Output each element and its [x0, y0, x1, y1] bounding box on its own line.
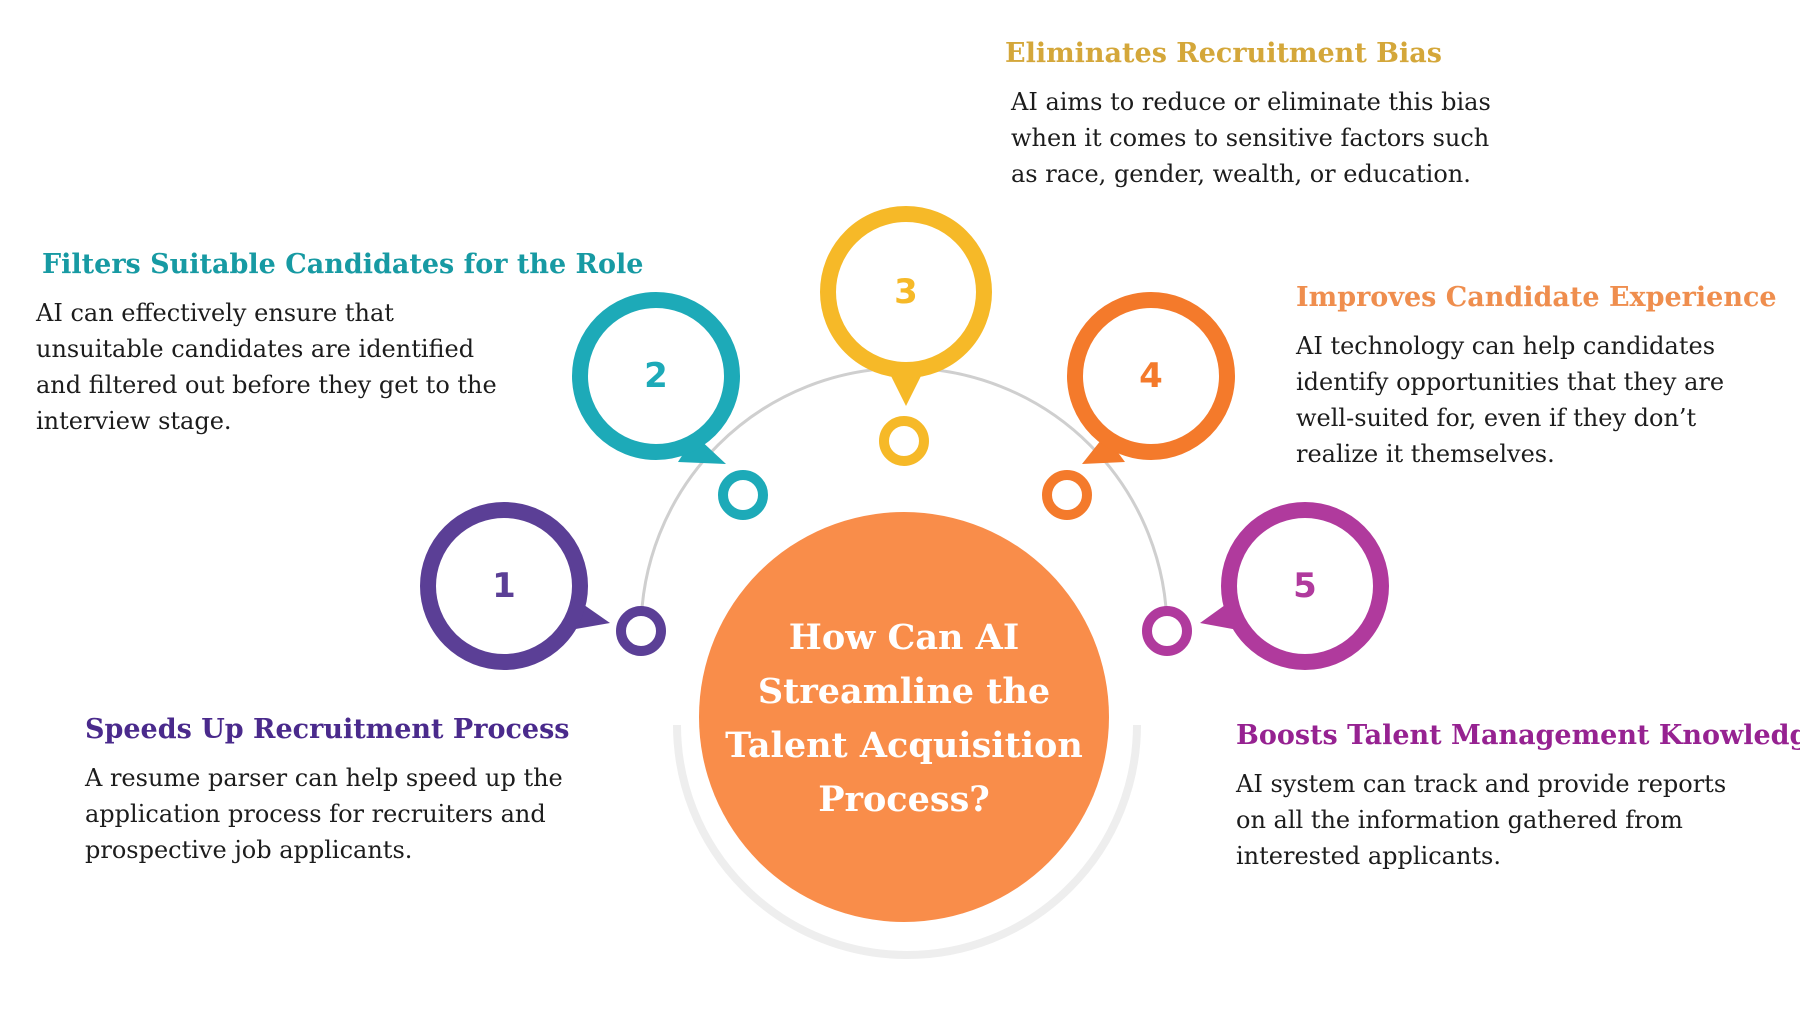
step-3-bubble-tail	[888, 370, 924, 406]
step-5-node	[1142, 606, 1192, 656]
center-title-line-4: Process?	[818, 779, 990, 820]
step-4-node	[1042, 470, 1092, 520]
step-5-number: 5	[1293, 566, 1317, 606]
step-5-marker: 5	[1142, 502, 1389, 670]
step-1-marker: 1	[420, 502, 666, 670]
step-4-bubble	[1067, 292, 1235, 460]
step-4-title: Improves Candidate Experience	[1296, 282, 1777, 313]
step-3-marker: 3	[820, 206, 992, 466]
step-4-text-block: Improves Candidate Experience AI technol…	[1296, 282, 1777, 472]
step-1-node	[616, 606, 666, 656]
step-1-title: Speeds Up Recruitment Process	[85, 714, 570, 745]
step-2-marker: 2	[572, 292, 768, 520]
step-3-number: 3	[894, 272, 918, 312]
step-2-bubble	[572, 292, 740, 460]
center-title: How Can AI Streamline the Talent Acquisi…	[725, 617, 1083, 820]
center-title-line-2: Streamline the	[758, 671, 1050, 712]
step-2-title: Filters Suitable Candidates for the Role	[42, 249, 644, 280]
center-title-line-1: How Can AI	[789, 617, 1019, 658]
step-3-bubble	[820, 206, 992, 378]
step-3-node	[879, 416, 929, 466]
center-outer-ring	[673, 724, 1141, 959]
step-2-description: AI can effectively ensure that unsuitabl…	[36, 299, 497, 436]
step-4-bubble-tail	[1082, 435, 1125, 464]
step-2-text-block: Filters Suitable Candidates for the Role…	[36, 249, 644, 439]
step-3-title: Eliminates Recruitment Bias	[1005, 38, 1442, 69]
step-2-node	[718, 470, 768, 520]
step-4-number: 4	[1139, 356, 1163, 396]
step-2-bubble-tail	[678, 435, 726, 464]
step-1-bubble	[420, 502, 588, 670]
step-1-text-block: Speeds Up Recruitment Process A resume p…	[85, 714, 585, 868]
step-4-marker: 4	[1042, 292, 1235, 520]
step-3-description: AI aims to reduce or eliminate this bias…	[1011, 88, 1491, 189]
step-5-text-block: Boosts Talent Management Knowledge AI sy…	[1236, 720, 1800, 874]
step-5-bubble	[1221, 502, 1389, 670]
center-title-line-3: Talent Acquisition	[725, 725, 1083, 766]
step-5-description: AI system can track and provide reports …	[1236, 770, 1727, 871]
step-3-text-block: Eliminates Recruitment Bias AI aims to r…	[1005, 38, 1505, 192]
step-1-number: 1	[492, 566, 516, 606]
step-2-number: 2	[644, 356, 668, 396]
step-5-title: Boosts Talent Management Knowledge	[1236, 720, 1800, 751]
step-1-description: A resume parser can help speed up the ap…	[85, 764, 563, 865]
step-4-description: AI technology can help candidates identi…	[1296, 332, 1725, 469]
center-circle	[699, 512, 1109, 922]
